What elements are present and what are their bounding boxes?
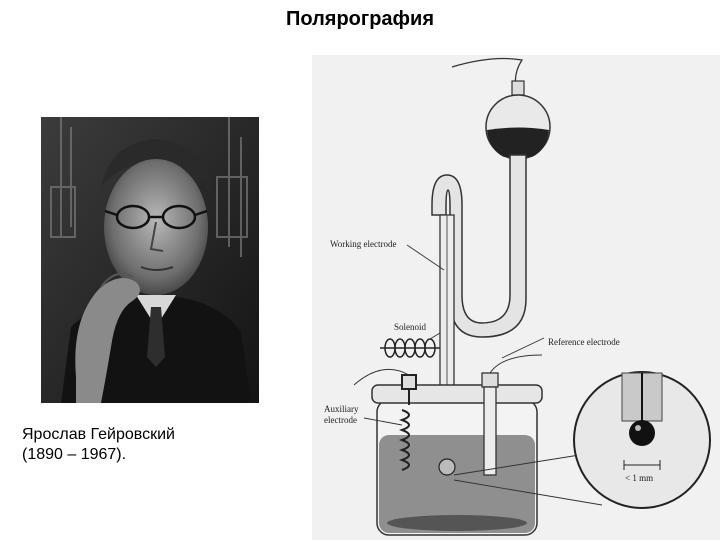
caption-years: (1890 – 1967). xyxy=(22,446,127,463)
portrait-caption: Ярослав Гейровский (1890 – 1967). xyxy=(22,425,282,465)
electrolysis-beaker xyxy=(371,384,543,536)
slide-title: Полярография xyxy=(285,8,435,30)
portrait-photo xyxy=(41,117,259,403)
caption-name: Ярослав Гейровский xyxy=(22,426,175,443)
polarograph-diagram: Working electrode Solenoid Reference ele… xyxy=(312,55,720,540)
label-auxiliary-line1: Auxiliary xyxy=(324,404,359,414)
label-scale: < 1 mm xyxy=(625,473,653,483)
mercury-reservoir xyxy=(485,80,551,160)
label-auxiliary-line2: electrode xyxy=(324,415,357,425)
label-solenoid: Solenoid xyxy=(394,322,427,332)
label-reference-electrode: Reference electrode xyxy=(548,337,620,347)
label-working-electrode: Working electrode xyxy=(330,239,397,249)
solenoid xyxy=(380,338,440,358)
magnified-drop-inset xyxy=(573,371,711,509)
reference-electrode-tube xyxy=(481,372,499,476)
